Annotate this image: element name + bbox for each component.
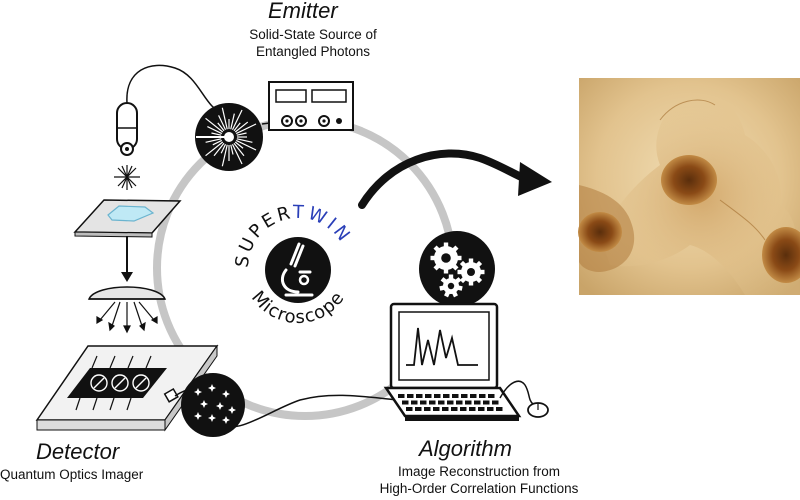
signal-generator-icon [268, 81, 354, 131]
center-logo: SUPERTWIN Microscope [232, 202, 353, 328]
emitter-title: Emitter [268, 0, 338, 23]
detector-subtitle: Quantum Optics Imager [0, 467, 144, 482]
beam-arrow-head [121, 272, 133, 282]
laptop-icon [383, 302, 522, 421]
mouse-icon [527, 402, 549, 418]
emitter-subtitle: Solid-State Source of Entangled Photons [228, 27, 398, 61]
lens-output-arrows [96, 301, 158, 334]
emitter-subtitle-line1: Solid-State Source of [249, 27, 377, 42]
detector-title: Detector [36, 439, 120, 464]
mouse-cable [499, 380, 534, 405]
emitter-subtitle-line2: Entangled Photons [255, 43, 371, 59]
algorithm-subtitle: Image Reconstruction from High-Order Cor… [348, 464, 610, 498]
algorithm-subtitle-line1: Image Reconstruction from [397, 464, 561, 479]
arrow-right-icon [358, 149, 532, 209]
algorithm-title: Algorithm [419, 436, 512, 461]
sample-slide-icon [73, 199, 182, 238]
laser-cable [126, 64, 224, 113]
gears-icon [419, 231, 495, 307]
laser-diode-icon [114, 102, 140, 190]
arrow-right-head [518, 162, 552, 196]
detector-connector [163, 388, 179, 403]
algorithm-subtitle-line2: High-Order Correlation Functions [379, 480, 579, 496]
cell-image [578, 78, 800, 295]
lens-icon [87, 286, 167, 300]
photon-stars-icon [181, 373, 245, 437]
laser-burst-icon [195, 103, 263, 171]
microscope-icon [265, 237, 331, 303]
